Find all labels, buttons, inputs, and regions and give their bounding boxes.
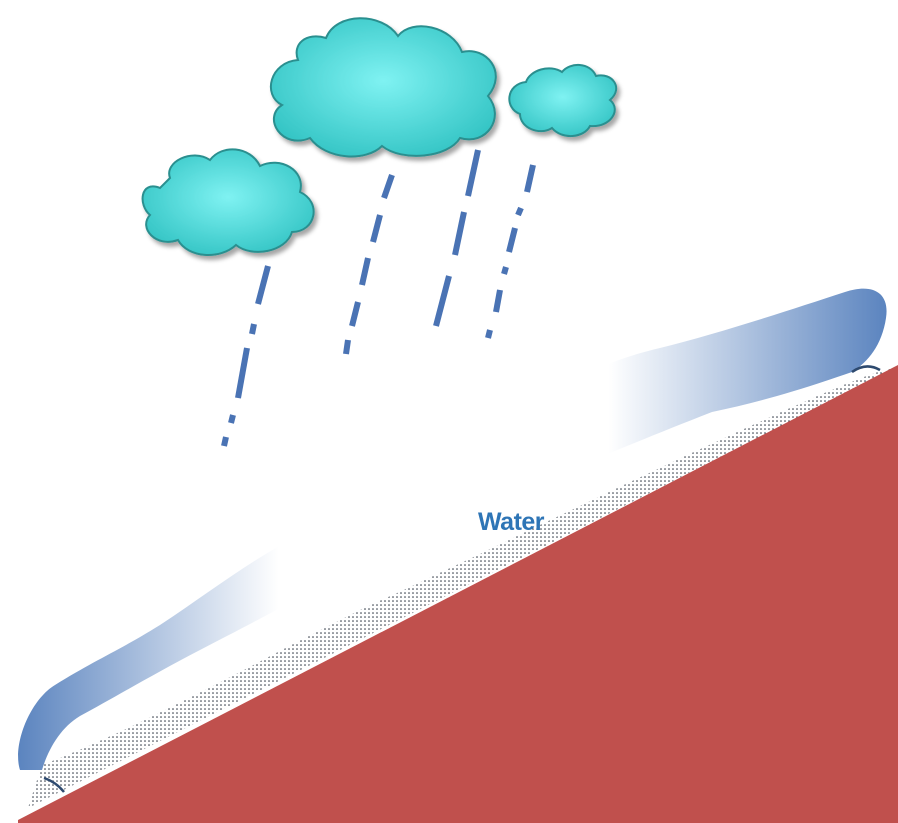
rain-streak: [488, 330, 490, 338]
rain-streak: [455, 212, 464, 255]
cloud-icon: [271, 18, 496, 156]
rain-streak: [518, 208, 521, 215]
rain-streak: [258, 266, 268, 304]
rain-streak: [527, 165, 533, 192]
water-label: Water: [478, 508, 544, 537]
rain-streak: [238, 348, 247, 398]
rain-streak: [346, 340, 348, 354]
cloud-icon: [509, 65, 616, 136]
rain-streak: [468, 150, 478, 196]
rain-streak: [231, 415, 233, 423]
rain-streak: [436, 276, 449, 326]
rain-streak: [362, 258, 368, 285]
cloud-icon: [143, 149, 314, 255]
rain-streak: [496, 290, 500, 312]
rain-streak: [384, 175, 392, 198]
rain-streak: [224, 437, 226, 446]
rain-streak: [252, 324, 254, 334]
rain-streak: [373, 215, 380, 242]
rain-streak: [509, 228, 515, 252]
hillside-slope: [18, 365, 898, 823]
rain-streak: [504, 267, 506, 274]
rain-streak: [352, 302, 358, 326]
